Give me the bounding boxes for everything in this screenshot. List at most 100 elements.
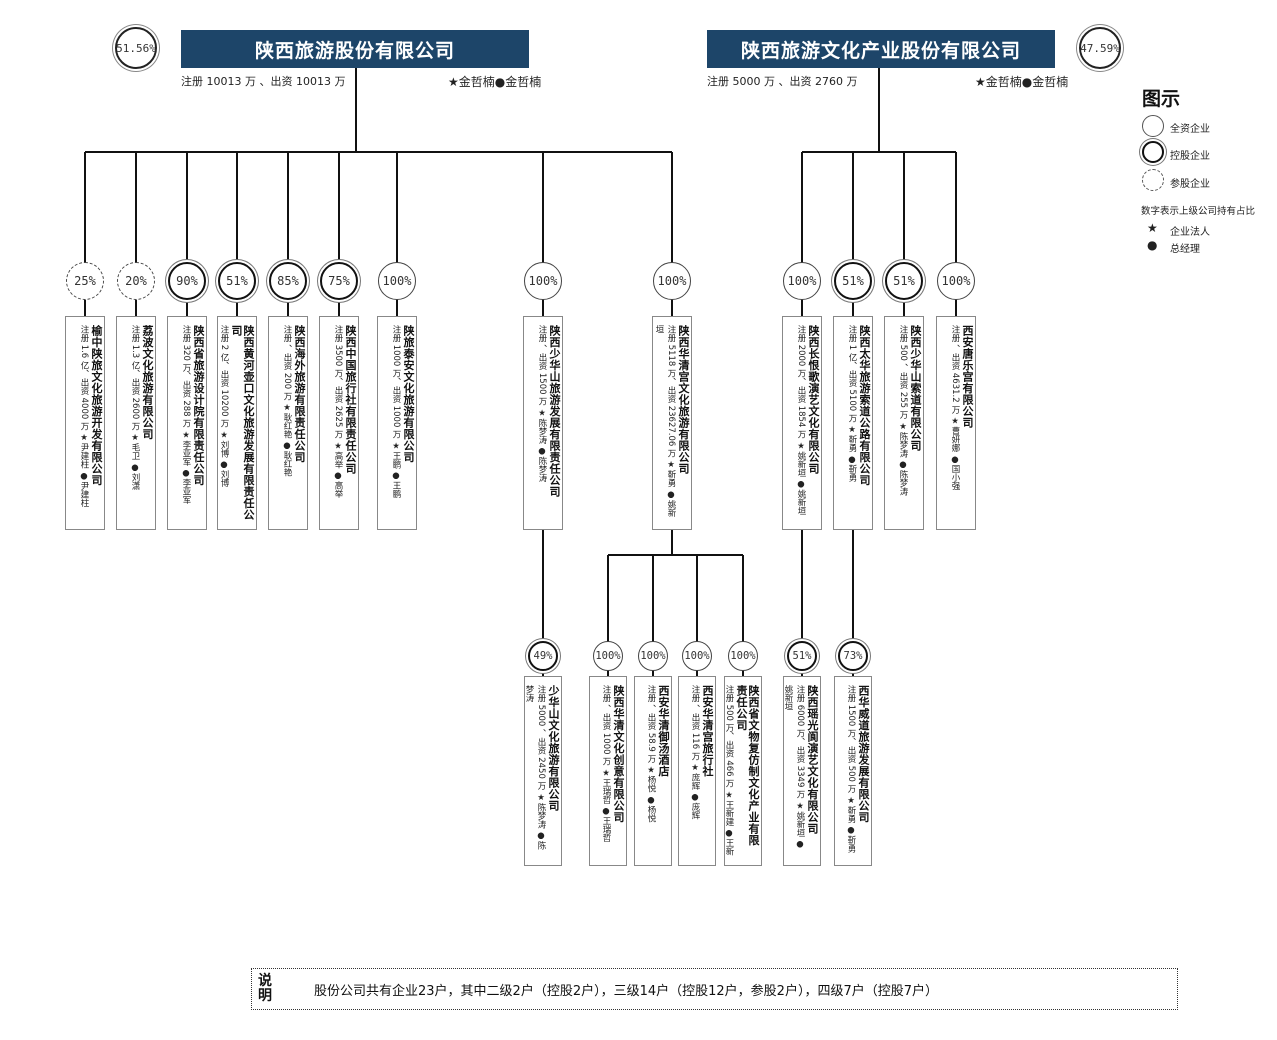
company-card[interactable]: 少华山文化旅游有限公司注册 5000 、出资 2450 万 ★陈梦涛 ●陈梦涛 [524,676,562,866]
company-info: 注册 、出资 116 万 ★庞辉 ●庞辉 [690,685,700,820]
company-info: 注册 5000 、出资 2450 万 ★陈梦涛 ●陈梦涛 [524,685,546,850]
company-card[interactable]: 陕西黄河壶口文化旅游发展有限责任公司注册 2 亿、出资 10200 万 ★刘博 … [217,316,257,530]
share-circle: 100% [937,262,975,300]
share-circle: 85% [269,262,307,300]
parent-registration: 注册 10013 万 、出资 10013 万 [181,75,346,88]
parent-manager: ★金哲楠●金哲楠 [448,75,542,89]
share-circle: 49% [528,641,558,671]
share-circle: 90% [168,262,206,300]
legend-ctrl-label: 控股企业 [1170,151,1210,162]
share-circle: 100% [638,641,668,671]
parent-registration: 注册 5000 万 、出资 2760 万 [707,75,858,88]
company-card[interactable]: 陕西省旅游设计院有限责任公司注册 320 万、出资 288 万 ★李亚军 ●李亚… [167,316,207,530]
share-circle: 73% [838,641,868,671]
legend-star-label: 企业法人 [1170,227,1210,238]
company-card[interactable]: 西华威道旅游发展有限公司注册 1500 万、出资 500 万 ★靳勇 ●靳勇 [834,676,872,866]
company-card[interactable]: 陕西省文物复仿制文化产业有限责任公司注册 500 万、出资 466 万 ★王新建… [724,676,762,866]
company-card[interactable]: 西安华清宫旅行社注册 、出资 116 万 ★庞辉 ●庞辉 [678,676,716,866]
company-name: 西华威道旅游发展有限公司 [857,685,870,823]
full-owned-icon [1142,115,1164,137]
company-info: 注册 、出资 1000 万 ★王瑞哲 ●王瑞哲 [601,685,611,843]
participated-icon [1142,169,1164,191]
company-card[interactable]: 西安华清御汤酒店注册 、出资 58.9 万 ★杨悦 ●杨悦 [634,676,672,866]
company-info: 注册 、出资 58.9 万 ★杨悦 ●杨悦 [646,685,656,823]
parent-manager: ★金哲楠●金哲楠 [975,75,1069,89]
share-circle: 100% [682,641,712,671]
controlled-icon [1142,141,1164,163]
company-card[interactable]: 陕西海外旅游有限责任公司注册 、出资 200 万 ★耿红艳 ●耿红艳 [268,316,308,530]
company-info: 注册 、出资 1500 万 ★陈梦涛 ●陈梦涛 [537,325,547,483]
company-name: 陕西少华山旅游发展有限责任公司 [548,325,561,498]
share-circle: 100% [783,262,821,300]
legend-title: 图示 [1142,88,1181,110]
parent-share-circle: 47.59% [1079,27,1121,69]
company-name: 陕西省文物复仿制文化产业有限责任公司 [735,685,760,846]
company-name: 陕西华清文化创意有限公司 [612,685,625,823]
company-info: 注册 1000 万、出资 1000 万 ★王鹏 ●王鹏 [391,325,401,498]
company-name: 西安唐乐宫有限公司 [961,325,974,429]
parent-company-title: 陕西旅游文化产业股份有限公司 [707,30,1055,68]
company-name: 少华山文化旅游有限公司 [547,685,560,812]
legend-part-label: 参股企业 [1170,179,1210,190]
share-circle: 100% [728,641,758,671]
company-name: 荔波文化旅游有限公司 [141,325,154,440]
company-info: 注册 、出资 4631.2 万 ★曹妍娜 ●国小强 [950,325,960,491]
company-info: 注册 1500 万、出资 500 万 ★靳勇 ●靳勇 [846,685,856,853]
company-name: 西安华清宫旅行社 [701,685,714,777]
company-card[interactable]: 西安唐乐宫有限公司注册 、出资 4631.2 万 ★曹妍娜 ●国小强 [936,316,976,530]
company-name: 陕西省旅游设计院有限责任公司 [192,325,205,486]
share-circle: 51% [885,262,923,300]
company-name: 西安华清御汤酒店 [657,685,670,777]
footer-note: 说明 股份公司共有企业23户，其中二级2户（控股2户），三级14户（控股12户，… [251,968,1178,1010]
company-card[interactable]: 荔波文化旅游有限公司注册 1.3 亿、出资 2600 万 ★毛卫 ●刘潇 [116,316,156,530]
company-info: 注册 5118 万、出资 23627.06 万 ★靳勇 ●姚新垣 [654,325,676,517]
company-info: 注册 、出资 200 万 ★耿红艳 ●耿红艳 [282,325,292,477]
company-info: 注册 3500 万、出资 2625 万 ★高举 ●高举 [333,325,343,498]
company-card[interactable]: 陕西少华山旅游发展有限责任公司注册 、出资 1500 万 ★陈梦涛 ●陈梦涛 [523,316,563,530]
company-card[interactable]: 陕西太华旅游索道公路有限公司注册 1 亿、出资 5100 万 ★靳勇 ●靳勇 [833,316,873,530]
company-card[interactable]: 陕西华清文化创意有限公司注册 、出资 1000 万 ★王瑞哲 ●王瑞哲 [589,676,627,866]
company-info: 注册 320 万、出资 288 万 ★李亚军 ●李亚军 [181,325,191,505]
company-info: 注册 500 、出资 255 万 ★陈梦涛 ●陈梦涛 [898,325,908,496]
company-card[interactable]: 榆中陕旅文化旅游开发有限公司注册 1.6 亿、出资 4000 万 ★尹建柱 ●尹… [65,316,105,530]
company-name: 陕西华清宫文化旅游有限公司 [677,325,690,475]
company-name: 榆中陕旅文化旅游开发有限公司 [90,325,103,486]
company-info: 注册 1.3 亿、出资 2600 万 ★毛卫 ●刘潇 [130,325,140,490]
company-name: 陕西少华山索道有限公司 [909,325,922,452]
company-info: 注册 1.6 亿、出资 4000 万 ★尹建柱 ●尹建柱 [79,325,89,507]
company-info: 注册 1 亿、出资 5100 万 ★靳勇 ●靳勇 [847,325,857,482]
footer-label: 说明 [258,973,272,1004]
legend-dot-label: 总经理 [1170,244,1200,255]
share-circle: 100% [653,262,691,300]
company-name: 陕西长恨歌演艺文化有限公司 [807,325,820,475]
legend-note: 数字表示上级公司持有占比 [1141,206,1256,217]
share-circle: 100% [378,262,416,300]
company-card[interactable]: 陕旅泰安文化旅游有限公司注册 1000 万、出资 1000 万 ★王鹏 ●王鹏 [377,316,417,530]
parent-company-title: 陕西旅游股份有限公司 [181,30,529,68]
company-card[interactable]: 陕西少华山索道有限公司注册 500 、出资 255 万 ★陈梦涛 ●陈梦涛 [884,316,924,530]
footer-text: 股份公司共有企业23户，其中二级2户（控股2户），三级14户（控股12户，参股2… [314,983,938,999]
company-name: 陕西中国旅行社有限责任公司 [344,325,357,475]
company-name: 陕西瑶光阆演艺文化有限公司 [806,685,819,835]
company-info: 注册 2 亿、出资 10200 万 ★刘博 ●刘博 [219,325,229,488]
company-name: 陕西海外旅游有限责任公司 [293,325,306,463]
share-circle: 25% [66,262,104,300]
company-name: 陕西太华旅游索道公路有限公司 [858,325,871,486]
share-circle: 75% [320,262,358,300]
share-circle: 51% [787,641,817,671]
star-icon: ★ [1147,221,1158,235]
share-circle: 20% [117,262,155,300]
company-info: 注册 2000 万、出资 1854 万 ★姚新垣 ●姚新垣 [796,325,806,515]
company-card[interactable]: 陕西瑶光阆演艺文化有限公司注册 6000 万、出资 3349 万 ★姚新垣 ●姚… [783,676,821,866]
dot-icon: ● [1147,238,1158,252]
share-circle: 51% [834,262,872,300]
company-card[interactable]: 陕西长恨歌演艺文化有限公司注册 2000 万、出资 1854 万 ★姚新垣 ●姚… [782,316,822,530]
company-name: 陕西黄河壶口文化旅游发展有限责任公司 [230,325,255,521]
share-circle: 51% [218,262,256,300]
company-card[interactable]: 陕西华清宫文化旅游有限公司注册 5118 万、出资 23627.06 万 ★靳勇… [652,316,692,530]
share-circle: 100% [593,641,623,671]
company-info: 注册 500 万、出资 466 万 ★王新建 ●王新建 [724,685,734,856]
parent-share-circle: 51.56% [115,27,157,69]
share-circle: 100% [524,262,562,300]
company-card[interactable]: 陕西中国旅行社有限责任公司注册 3500 万、出资 2625 万 ★高举 ●高举 [319,316,359,530]
